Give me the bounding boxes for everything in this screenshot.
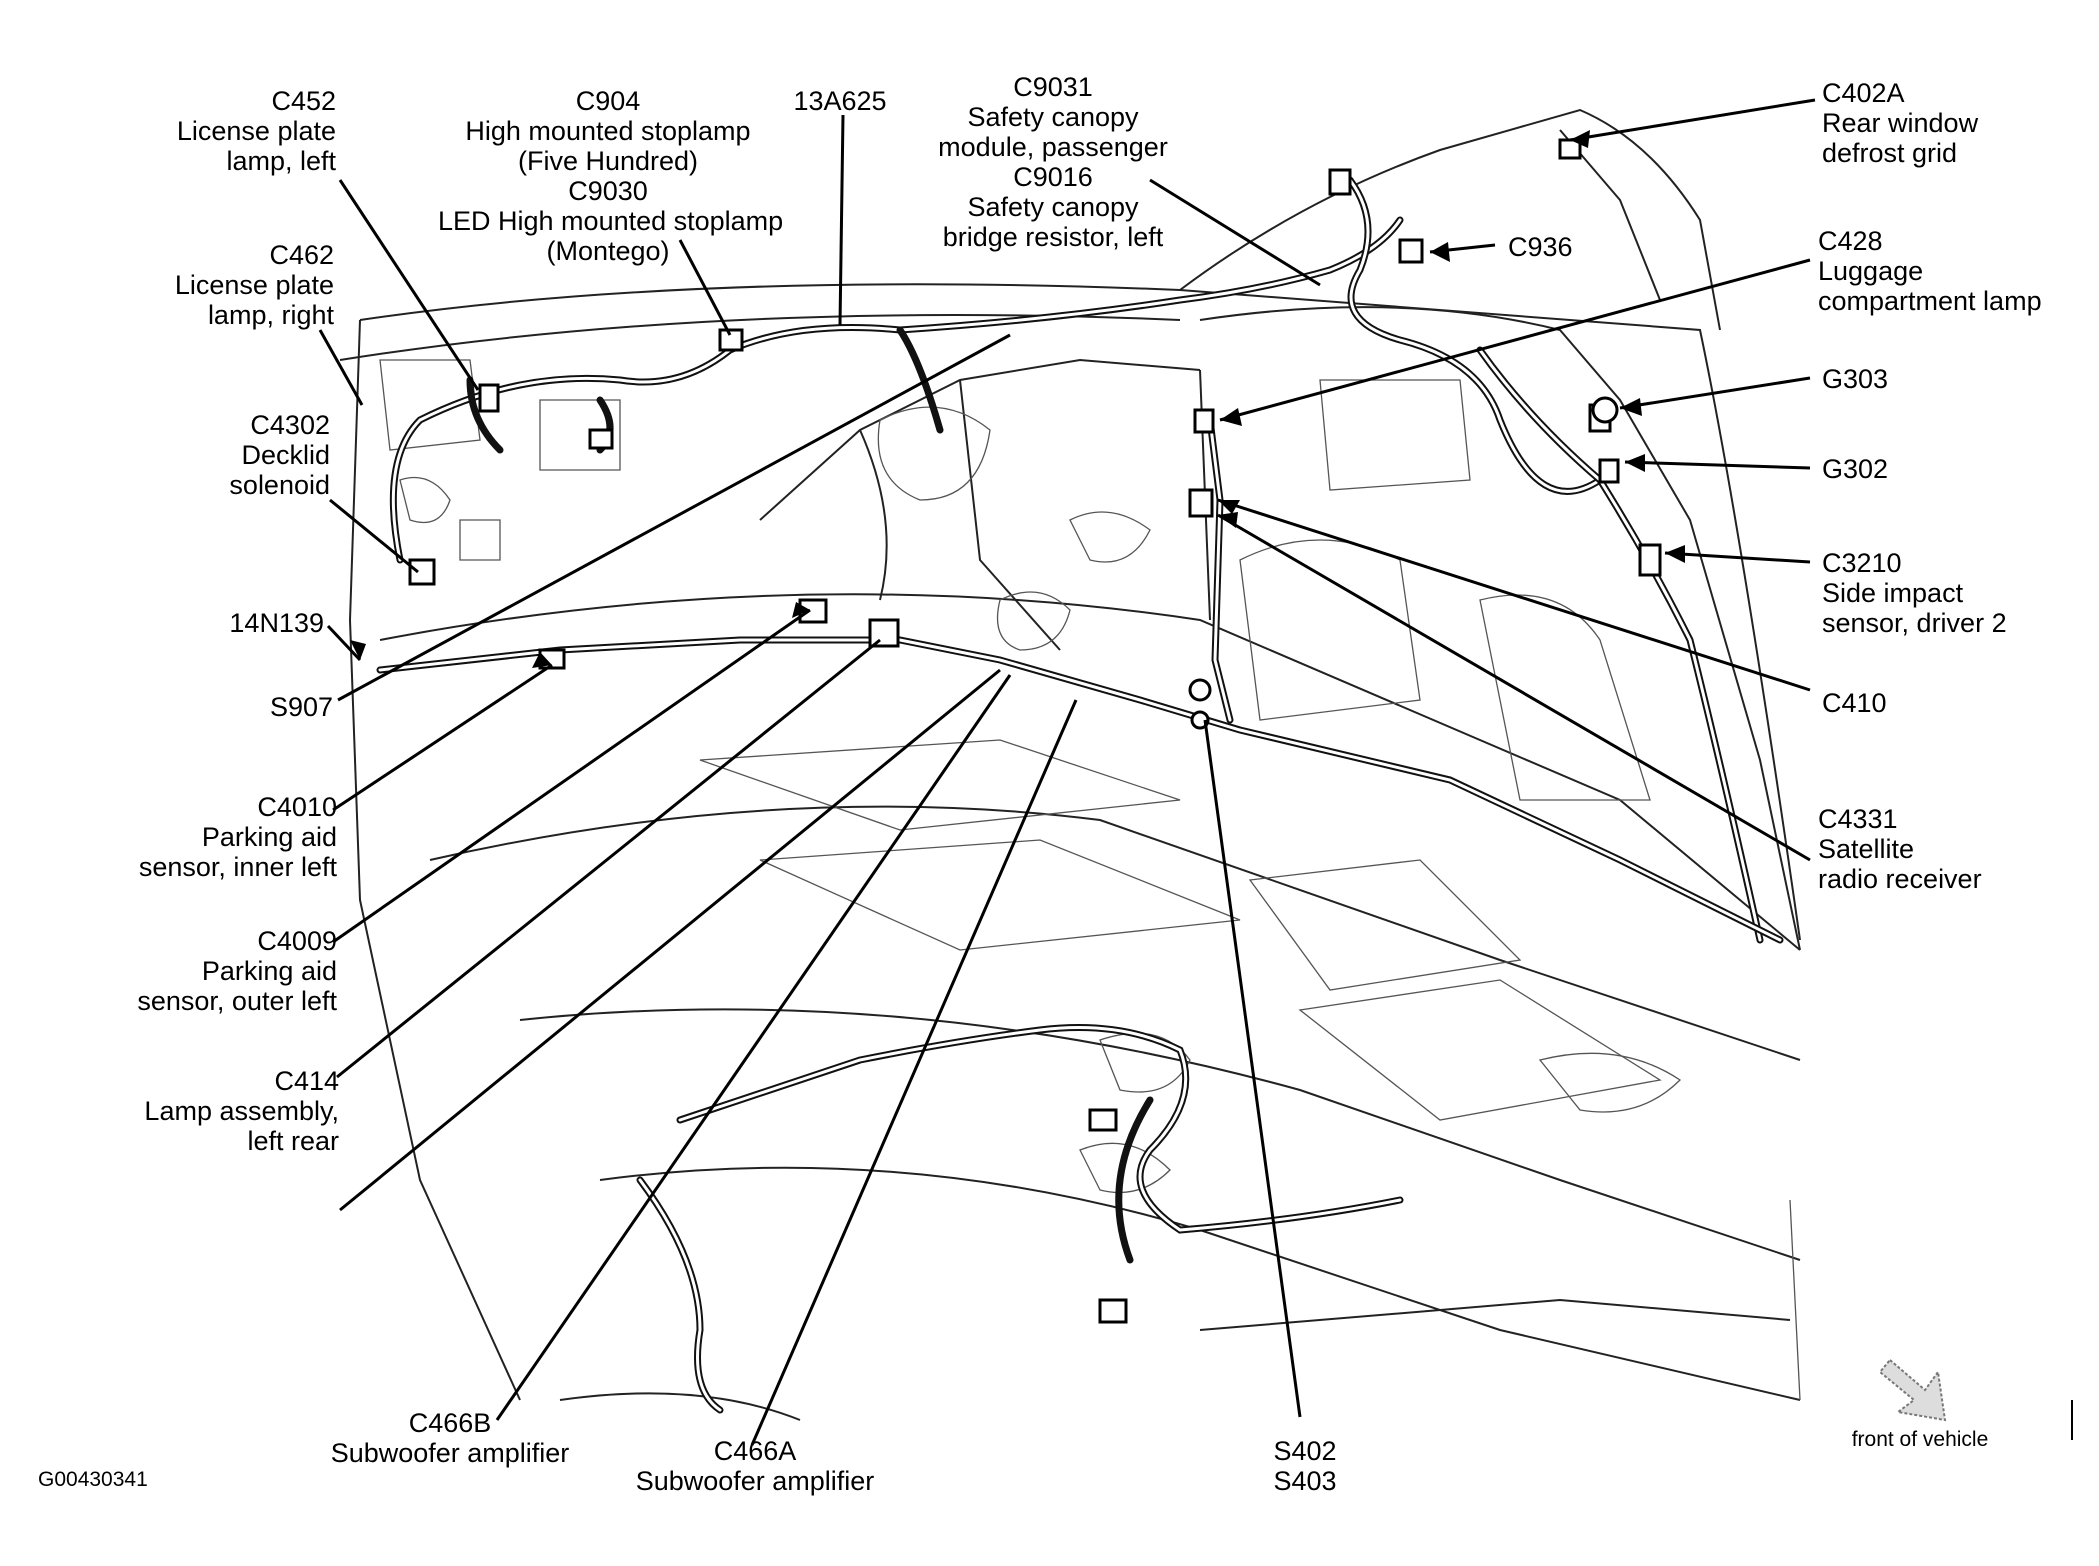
figure-id: G00430341 <box>38 1468 148 1491</box>
callout-13a625: 13A625 <box>793 86 887 116</box>
callout-g303: G303 <box>1822 364 1889 394</box>
leader-lines <box>318 98 1816 1446</box>
callout-g302: G302 <box>1822 454 1889 484</box>
arrow-heads <box>350 130 1685 668</box>
body-outline <box>339 108 1801 1421</box>
callout-14n139: 14N139 <box>229 608 324 638</box>
callout-s907: S907 <box>269 692 333 722</box>
callout-c410: C410 <box>1822 688 1887 718</box>
direction-label: front of vehicle <box>1851 1428 1989 1451</box>
callout-c936: C936 <box>1508 232 1573 262</box>
wiring-harness <box>376 176 1784 1414</box>
connectors <box>408 138 1662 1324</box>
front-of-vehicle-arrow-icon <box>1878 1358 1947 1422</box>
